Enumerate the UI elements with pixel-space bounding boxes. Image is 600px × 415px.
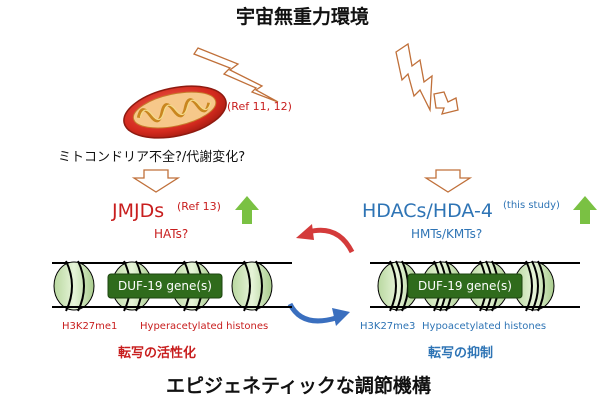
bolt-arrow-left-icon: [193, 47, 279, 103]
left-histone: Hyperacetylated histones: [140, 321, 269, 332]
left-mark: H3K27me1: [62, 321, 118, 332]
gene-box-right: [407, 273, 523, 299]
right-mark: H3K27me3: [360, 321, 416, 332]
chromatin-left: [52, 260, 292, 312]
bolt-arrow-right-small-icon: [433, 91, 459, 115]
right-result: 転写の抑制: [428, 346, 494, 361]
nucleosome: [231, 260, 273, 312]
top-title: 宇宙無重力環境: [236, 6, 370, 28]
right-sub: HMTs/KMTs?: [411, 227, 483, 241]
right-ref: (this study): [503, 200, 560, 211]
chromatin-right: [370, 260, 580, 312]
gene-box-left: [107, 273, 223, 299]
right-gene-label: DUF-19 gene(s): [418, 279, 512, 293]
left-ref: (Ref 13): [177, 200, 221, 213]
bolt-arrow-right-icon: [395, 42, 433, 113]
left-gene-label: DUF-19 gene(s): [118, 279, 212, 293]
bottom-title: エピジェネティックな調節機構: [166, 375, 431, 397]
up-arrow-left-icon: [235, 196, 259, 224]
mitochondrion-icon: [123, 85, 227, 139]
right-enzyme: HDACs/HDA-4: [362, 200, 493, 222]
left-enzyme: JMJDs: [112, 200, 165, 222]
up-arrow-right-icon: [573, 196, 597, 224]
left-sub: HATs?: [154, 227, 189, 241]
right-histone: Hypoacetylated histones: [422, 321, 547, 332]
cycle-arrow-blue-icon: [287, 302, 350, 326]
mito-text: ミトコンドリア不全?/代謝変化?: [58, 150, 246, 165]
cycle-arrow-red-icon: [296, 224, 355, 254]
nucleosome: [53, 260, 95, 312]
down-arrow-right-icon: [423, 169, 473, 193]
mito-ref: (Ref 11, 12): [227, 100, 292, 113]
down-arrow-left-icon: [131, 169, 181, 193]
left-result: 転写の活性化: [118, 346, 197, 361]
